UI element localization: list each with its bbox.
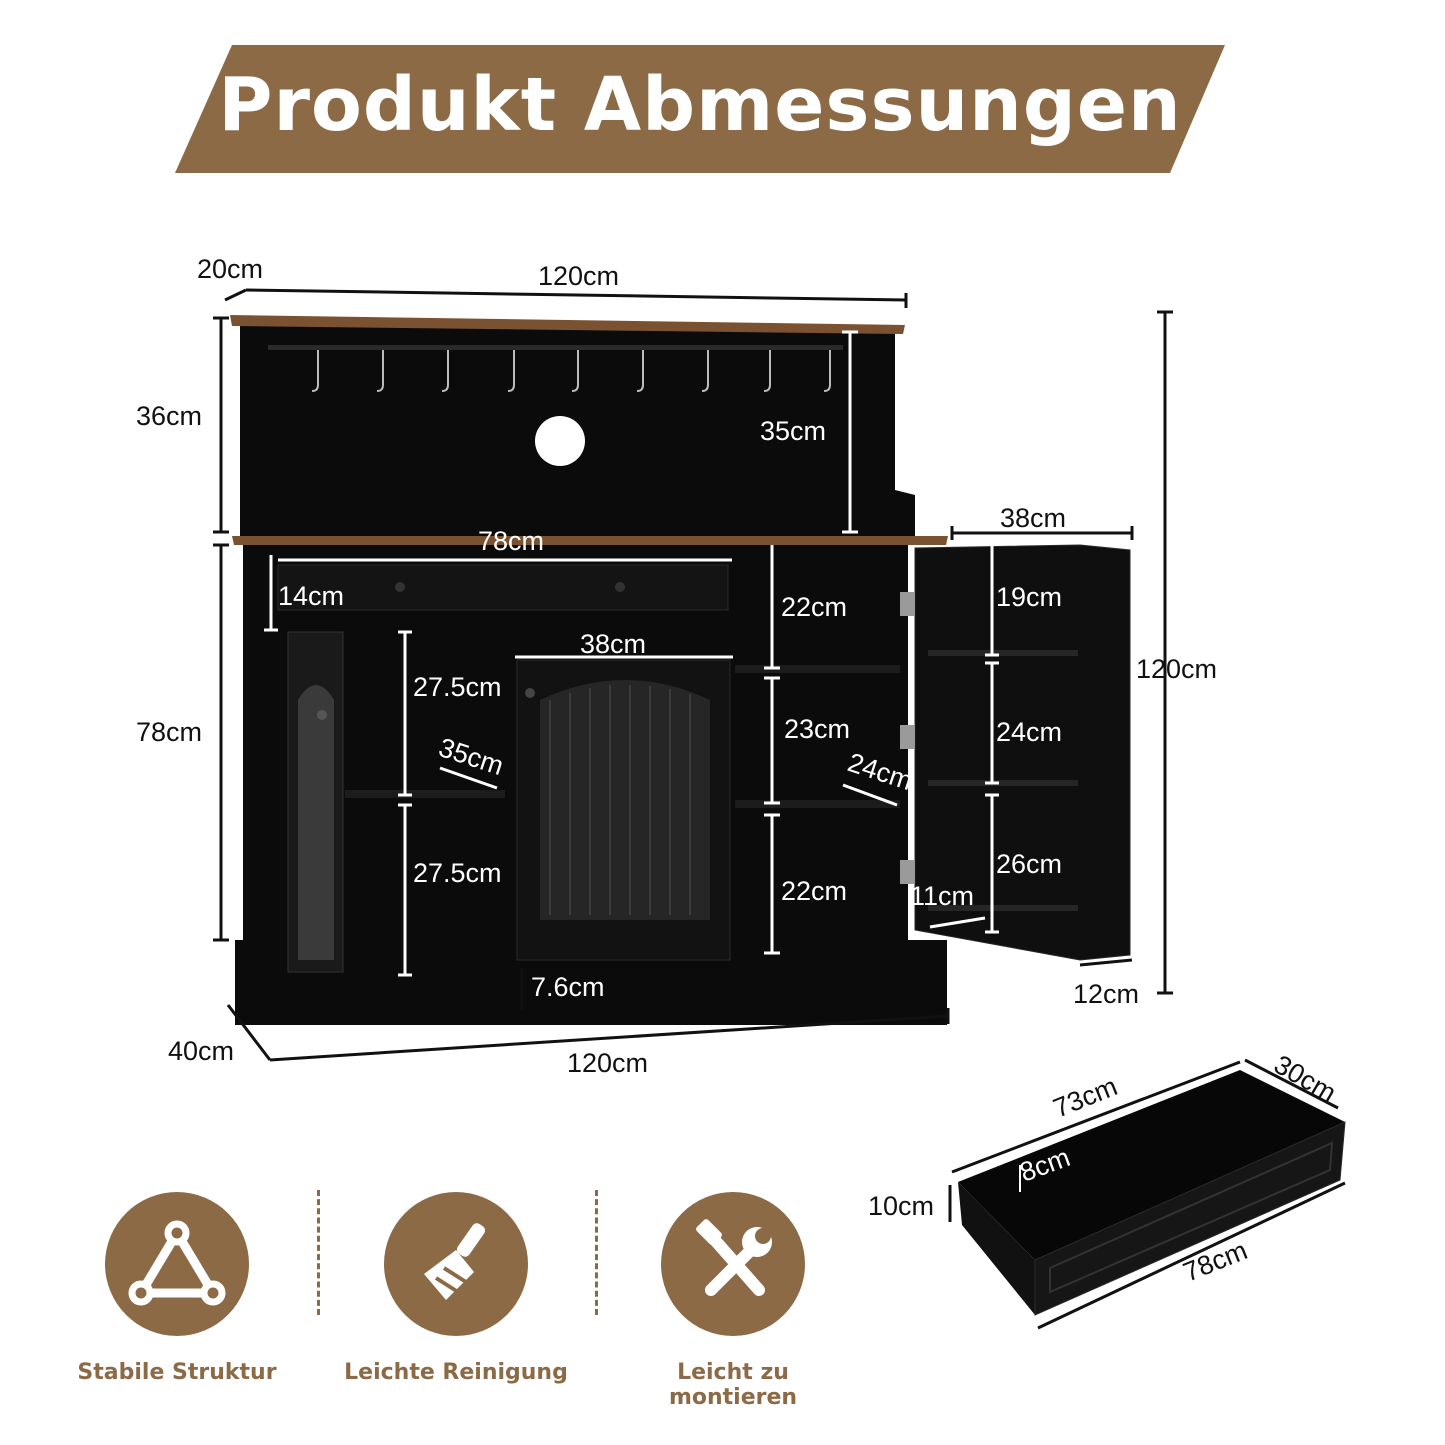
dim-plinth-height: 7.6cm (531, 972, 605, 1002)
dim-base-height: 78cm (136, 717, 202, 747)
dim-left-shelf-upper: 27.5cm (413, 672, 502, 702)
feature-cleaning: Leichte Reinigung (336, 1192, 576, 1385)
dim-left-shelf-lower: 27.5cm (413, 858, 502, 888)
dim-drawer-height: 14cm (278, 581, 344, 611)
drawer-dim-inner-length: 73cm (1049, 1071, 1121, 1124)
dim-top-depth: 20cm (197, 254, 263, 284)
dim-middle-door-width: 38cm (580, 629, 646, 659)
dim-door-width: 38cm (1000, 503, 1066, 533)
dim-bottom-width: 120cm (567, 1048, 648, 1078)
dim-total-height: 120cm (1136, 654, 1217, 684)
divider (595, 1190, 598, 1315)
dim-right-comp-top: 22cm (781, 592, 847, 622)
feature-label: Stabile Struktur (77, 1360, 277, 1385)
dim-door-shelf-3: 26cm (996, 849, 1062, 879)
dim-door-shelf-depth: 11cm (910, 881, 974, 911)
broom-icon (384, 1192, 528, 1336)
dim-right-comp-mid: 23cm (784, 714, 850, 744)
dim-top-width: 120cm (538, 261, 619, 291)
feature-label: Leichte Reinigung (344, 1360, 568, 1385)
dim-right-comp-bottom: 22cm (781, 876, 847, 906)
drawer-dim-outer-height: 10cm (868, 1191, 934, 1221)
dim-door-shelf-1: 19cm (996, 582, 1062, 612)
tools-icon (661, 1192, 805, 1336)
title-banner (175, 45, 1225, 173)
dim-door-thickness: 12cm (1073, 979, 1139, 1009)
feature-assembly: Leicht zu montieren (613, 1192, 853, 1410)
dim-door-shelf-2: 24cm (996, 717, 1062, 747)
divider (317, 1190, 320, 1315)
feature-label: Leicht zu montieren (668, 1360, 798, 1410)
page-title: Produkt Abmessungen (218, 62, 1182, 148)
dim-hutch-inner: 35cm (760, 416, 826, 446)
dim-drawer-width: 78cm (478, 526, 544, 556)
triangle-structure-icon (105, 1192, 249, 1336)
feature-stable: Stabile Struktur (57, 1192, 297, 1385)
dim-bottom-depth: 40cm (168, 1036, 234, 1066)
dim-hutch-height: 36cm (136, 401, 202, 431)
